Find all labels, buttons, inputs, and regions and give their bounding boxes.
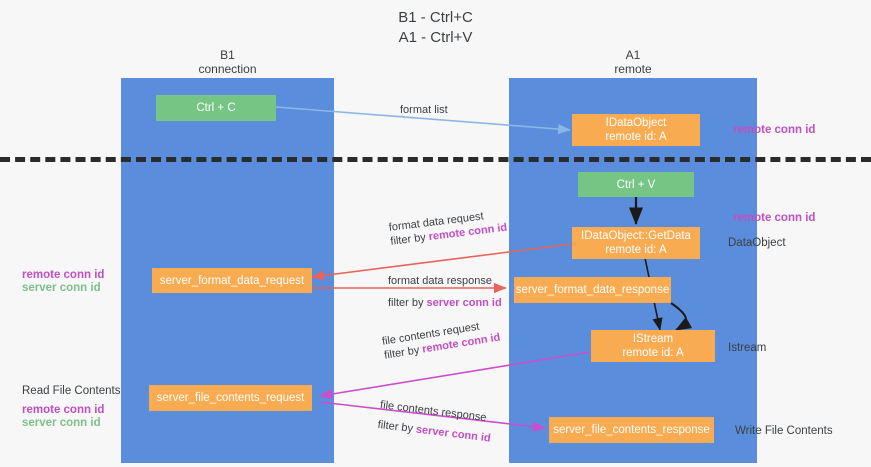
section-divider: [0, 157, 871, 162]
node-server-file-contents-request-label: server_file_contents_request: [156, 392, 305, 404]
node-idataobject-sublabel: remote id: A: [605, 131, 667, 143]
annotation-remote-conn-id-top: remote conn id: [733, 124, 816, 136]
edge-label-format-data-response-text: format data response: [388, 275, 492, 287]
annotation-left-mid-server-conn-id: server conn id: [22, 282, 101, 294]
page-title: B1 - Ctrl+C A1 - Ctrl+V: [0, 8, 871, 48]
edge-label-file-contents-response: file contents response filter by server …: [377, 398, 494, 446]
node-istream[interactable]: IStream remote id: A: [591, 330, 715, 362]
edge-label-format-data-response: format data response filter by server co…: [388, 274, 502, 310]
edge-label-format-data-request: format data request filter by remote con…: [388, 207, 508, 249]
edge-label-format-data-response-filter: filter by server conn id: [388, 296, 502, 310]
node-server-format-data-response-label: server_format_data_response: [515, 284, 670, 296]
lane-header-a1: A1 remote: [509, 48, 757, 76]
node-istream-sublabel: remote id: A: [622, 347, 684, 359]
node-server-file-contents-request[interactable]: server_file_contents_request: [149, 385, 312, 411]
node-server-format-data-request[interactable]: server_format_data_request: [152, 268, 312, 293]
node-idataobject[interactable]: IDataObject remote id: A: [572, 114, 700, 146]
annotation-remote-conn-id-mid: remote conn id: [733, 212, 816, 224]
node-server-format-data-request-label: server_format_data_request: [159, 274, 305, 287]
title-line-1: B1 - Ctrl+C: [398, 9, 473, 26]
edge-label-file-contents-request: file contents request filter by remote c…: [381, 317, 501, 363]
annotation-dataobject: DataObject: [728, 237, 786, 249]
lane-header-b1: B1 connection: [121, 48, 334, 76]
annotation-read-file-contents: Read File Contents: [22, 385, 121, 397]
node-ctrl-c[interactable]: Ctrl + C: [156, 95, 276, 121]
node-server-file-contents-response-label: server_file_contents_response: [553, 424, 710, 436]
filter-prefix: filter by: [388, 297, 427, 309]
annotation-istream: Istream: [728, 342, 767, 354]
node-getdata-sublabel: remote id: A: [605, 244, 667, 256]
node-idataobject-label: IDataObject: [605, 117, 667, 129]
title-line-2: A1 - Ctrl+V: [398, 29, 473, 46]
annotation-left-mid-remote-conn-id: remote conn id: [22, 269, 105, 281]
node-ctrl-v[interactable]: Ctrl + V: [578, 172, 694, 197]
filter-key: server conn id: [415, 423, 492, 445]
node-getdata-label: IDataObject::GetData: [581, 230, 691, 242]
node-server-format-data-response[interactable]: server_format_data_response: [514, 277, 671, 303]
annotation-write-file-contents: Write File Contents: [735, 425, 833, 437]
lane-header-b1-role: connection: [198, 62, 257, 76]
filter-prefix: filter by: [376, 418, 417, 436]
lane-header-a1-role: remote: [614, 62, 652, 76]
edge-label-format-list-text: format list: [400, 104, 448, 116]
filter-key: server conn id: [426, 297, 502, 309]
filter-prefix: filter by: [389, 231, 430, 248]
node-server-file-contents-response[interactable]: server_file_contents_response: [549, 417, 714, 443]
annotation-left-low-remote-conn-id: remote conn id: [22, 404, 105, 416]
node-ctrl-c-label: Ctrl + C: [196, 102, 236, 114]
edge-label-format-list: format list: [400, 103, 448, 117]
node-ctrl-v-label: Ctrl + V: [616, 178, 656, 191]
lane-header-b1-name: B1: [220, 48, 235, 62]
node-istream-label: IStream: [632, 333, 674, 345]
lane-header-a1-name: A1: [625, 48, 641, 62]
annotation-left-low-server-conn-id: server conn id: [22, 417, 101, 429]
node-idataobject-getdata[interactable]: IDataObject::GetData remote id: A: [572, 227, 700, 259]
